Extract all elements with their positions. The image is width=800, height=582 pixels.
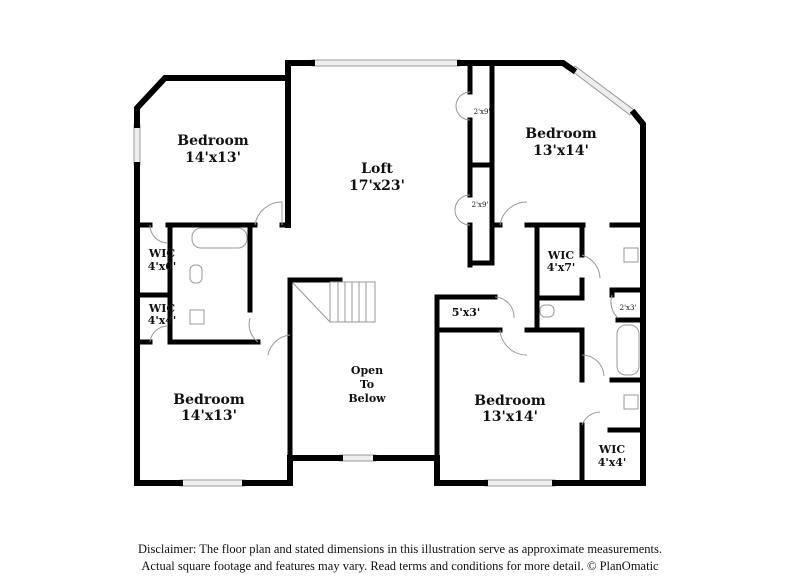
fixtures: [189, 227, 640, 410]
room-dims: 13'x14': [533, 143, 589, 159]
room-name: WIC: [148, 247, 175, 260]
bathtub-right: [616, 324, 640, 376]
room-label-wic-1: WIC 4'x6': [148, 247, 177, 273]
room-dims: 4'x7': [547, 261, 576, 274]
doors: [149, 91, 619, 426]
sink-left: [189, 309, 205, 325]
disclaimer-line-2: Actual square footage and features may v…: [141, 559, 659, 573]
room-dims: 4'x4': [148, 314, 177, 327]
sink-right-2: [623, 394, 639, 410]
room-dims: 4'x4': [598, 456, 627, 469]
room-label-wic-2: WIC 4'x4': [148, 302, 177, 327]
room-dims: 13'x14': [482, 409, 538, 425]
room-label-closet-5x3: 5'x3': [452, 306, 481, 319]
room-name: WIC: [148, 302, 175, 315]
room-dims: 17'x23': [349, 178, 405, 194]
sink-right-1: [623, 247, 639, 263]
room-label-wic-4: WIC 4'x4': [598, 443, 627, 469]
toilet-left: [189, 264, 203, 284]
room-dims: 14'x13': [185, 150, 241, 166]
window-bedroom-sw: [179, 479, 246, 487]
interior-walls: [134, 60, 646, 486]
room-label-closet-2x3: 2'x3': [620, 304, 637, 312]
window-bedroom-se: [484, 479, 556, 487]
room-dims: 4'x6': [148, 260, 177, 273]
room-label-open-below: Open To Below: [348, 364, 386, 405]
disclaimer: Disclaimer: The floor plan and stated di…: [0, 541, 800, 575]
room-name: Bedroom: [177, 133, 249, 149]
room-name: WIC: [598, 443, 625, 456]
room-label-bedroom-ne: Bedroom 13'x14': [525, 126, 597, 159]
room-label-bedroom-sw: Bedroom 14'x13': [173, 392, 245, 424]
room-label-closet-2x9-a: 2'x9': [474, 108, 491, 116]
window-open-below: [339, 454, 377, 462]
room-label-wic-3: WIC 4'x7': [547, 249, 576, 274]
label-line: To: [360, 378, 374, 391]
label-line: Below: [348, 392, 386, 405]
room-label-bedroom-se: Bedroom 13'x14': [474, 393, 546, 425]
staircase: [292, 281, 376, 323]
room-name: WIC: [547, 249, 574, 262]
window-loft: [311, 59, 461, 67]
room-name: Bedroom: [173, 392, 245, 408]
room-label-closet-2x9-b: 2'x9': [472, 201, 489, 209]
bathtub-left: [191, 227, 248, 249]
label-line: Open: [351, 364, 383, 377]
room-name: Loft: [361, 161, 393, 177]
room-label-loft: Loft 17'x23': [349, 161, 405, 194]
room-name: Bedroom: [525, 126, 597, 142]
window-bedroom-ne: [571, 65, 635, 116]
room-dims: 14'x13': [181, 408, 237, 424]
room-name: Bedroom: [474, 393, 546, 409]
disclaimer-line-1: Disclaimer: The floor plan and stated di…: [138, 542, 662, 556]
window-bedroom-nw: [133, 124, 141, 166]
toilet-right: [539, 304, 555, 318]
room-label-bedroom-nw: Bedroom 14'x13': [177, 133, 249, 166]
